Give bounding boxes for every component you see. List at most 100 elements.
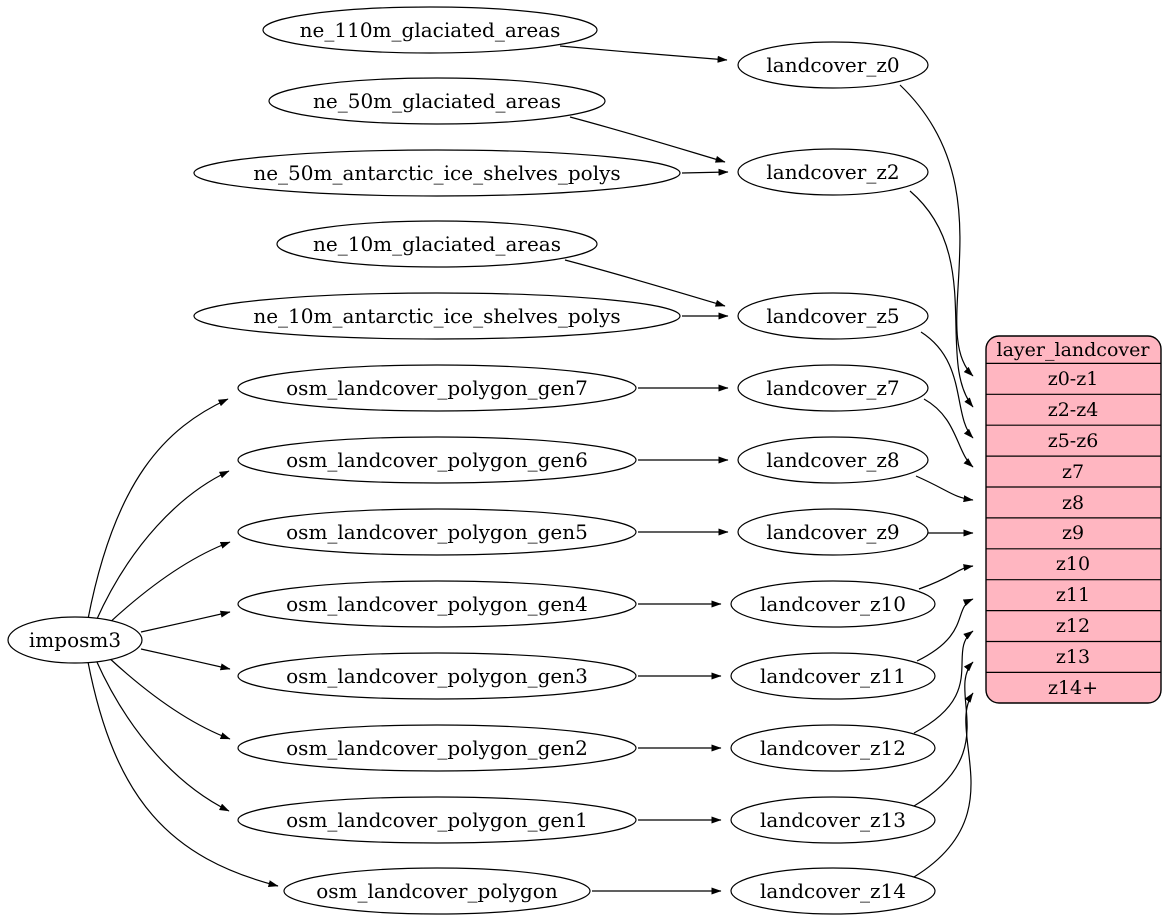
record-layer-landcover: layer_landcover z0-z1 z2-z4 z5-z6 z7 z8 … [985, 335, 1162, 704]
node-ellipse [737, 292, 929, 340]
node-ellipse [237, 796, 637, 844]
node-ellipse [730, 724, 936, 772]
node-osm-landcover-polygon-gen1: osm_landcover_polygon_gen1 [237, 796, 637, 844]
node-landcover-z9: landcover_z9 [737, 508, 929, 556]
node-label: landcover_z9 [766, 520, 899, 544]
node-label: ne_110m_glaciated_areas [300, 18, 561, 42]
node-label: osm_landcover_polygon_gen6 [286, 448, 588, 472]
node-osm-landcover-polygon-gen4: osm_landcover_polygon_gen4 [237, 580, 637, 628]
edge-landcover-z11-to-row-z11 [916, 598, 974, 662]
node-ellipse [737, 508, 929, 556]
node-ne-10m-antarctic-ice-shelves-polys: ne_10m_antarctic_ice_shelves_polys [193, 292, 681, 340]
node-label: landcover_z11 [760, 664, 906, 688]
record-row-z12: z12 [1056, 615, 1090, 637]
node-label: landcover_z8 [766, 448, 899, 472]
node-label: osm_landcover_polygon_gen7 [286, 376, 588, 400]
edge-imposm3-to-osm-landcover-polygon [87, 661, 279, 888]
node-label: ne_50m_antarctic_ice_shelves_polys [253, 161, 620, 185]
node-label: landcover_z5 [766, 304, 899, 328]
edge-landcover-z10-to-row-z10 [918, 564, 974, 590]
edge-imposm3-to-gen4 [140, 610, 231, 633]
node-landcover-z8: landcover_z8 [737, 436, 929, 484]
node-ellipse [283, 867, 591, 915]
node-ellipse [737, 364, 929, 412]
edge-ne50m-antarctic-to-landcover-z2 [681, 168, 729, 176]
node-ellipse [730, 652, 936, 700]
edge-imposm3-to-gen3 [140, 648, 231, 671]
node-label: osm_landcover_polygon_gen5 [286, 520, 588, 544]
node-osm-landcover-polygon-gen6: osm_landcover_polygon_gen6 [237, 436, 637, 484]
node-ellipse [730, 796, 936, 844]
record-row-z0-z1: z0-z1 [1048, 368, 1099, 390]
node-label: landcover_z12 [760, 736, 906, 760]
node-ellipse [268, 77, 606, 125]
node-landcover-z12: landcover_z12 [730, 724, 936, 772]
edge-ne10m-to-landcover-z5 [564, 259, 726, 307]
record-row-z5-z6: z5-z6 [1048, 430, 1099, 452]
node-ellipse [7, 616, 143, 664]
node-landcover-z14: landcover_z14 [730, 867, 936, 915]
node-ne-50m-glaciated-areas: ne_50m_glaciated_areas [268, 77, 606, 125]
node-label: osm_landcover_polygon [316, 879, 558, 903]
node-landcover-z11: landcover_z11 [730, 652, 936, 700]
edge-imposm3-to-gen2 [106, 655, 231, 740]
node-label: osm_landcover_polygon_gen4 [286, 592, 588, 616]
record-box [985, 335, 1162, 704]
node-landcover-z0: landcover_z0 [737, 41, 929, 89]
edge-imposm3-to-gen6 [95, 470, 230, 622]
node-label: landcover_z13 [760, 808, 906, 832]
record-row-z2-z4: z2-z4 [1048, 399, 1099, 421]
edge-landcover-z0-to-row-z0-z1 [899, 84, 974, 377]
edge-ne110m-to-landcover-z0 [559, 45, 728, 63]
node-label: landcover_z14 [760, 879, 906, 903]
node-ellipse [737, 148, 929, 196]
edge-landcover-z14-to-row-z14plus [913, 692, 974, 878]
node-ellipse [237, 724, 637, 772]
node-ellipse [276, 220, 598, 268]
node-landcover-z7: landcover_z7 [737, 364, 929, 412]
node-label: ne_50m_glaciated_areas [313, 89, 561, 113]
record-row-z7: z7 [1062, 461, 1084, 483]
edge-landcover-z12-to-row-z12 [913, 630, 974, 734]
record-row-z9: z9 [1062, 522, 1084, 544]
node-ellipse [262, 6, 598, 54]
node-ellipse [193, 149, 681, 197]
record-title: layer_landcover [997, 339, 1151, 361]
record-row-z14plus: z14+ [1048, 677, 1098, 699]
node-osm-landcover-polygon-gen2: osm_landcover_polygon_gen2 [237, 724, 637, 772]
node-label: landcover_z7 [766, 376, 899, 400]
record-row-z8: z8 [1062, 492, 1084, 514]
record-row-z13: z13 [1056, 646, 1090, 668]
edge-imposm3-to-gen1 [95, 659, 230, 812]
node-ellipse [237, 652, 637, 700]
node-ellipse [730, 867, 936, 915]
node-landcover-z10: landcover_z10 [730, 580, 936, 628]
edge-ne50m-to-landcover-z2 [569, 116, 726, 163]
edge-imposm3-to-gen5 [106, 541, 231, 626]
node-ellipse [237, 580, 637, 628]
node-ellipse [737, 41, 929, 89]
node-landcover-z5: landcover_z5 [737, 292, 929, 340]
node-label: osm_landcover_polygon_gen2 [286, 736, 588, 760]
edge-landcover-z5-to-row-z5-z6 [920, 331, 974, 439]
node-ne-10m-glaciated-areas: ne_10m_glaciated_areas [276, 220, 598, 268]
node-landcover-z13: landcover_z13 [730, 796, 936, 844]
node-ne-110m-glaciated-areas: ne_110m_glaciated_areas [262, 6, 598, 54]
node-label: ne_10m_glaciated_areas [313, 232, 561, 256]
edge-landcover-z13-to-row-z13 [913, 661, 974, 807]
node-label: imposm3 [29, 628, 121, 652]
edge-landcover-z2-to-row-z2-z4 [909, 190, 974, 408]
node-ellipse [730, 580, 936, 628]
node-ellipse [237, 436, 637, 484]
node-osm-landcover-polygon-gen7: osm_landcover_polygon_gen7 [237, 364, 637, 412]
edge-landcover-z8-to-row-z8 [915, 475, 974, 503]
node-ne-50m-antarctic-ice-shelves-polys: ne_50m_antarctic_ice_shelves_polys [193, 149, 681, 197]
edge-landcover-z7-to-row-z7 [923, 398, 974, 468]
edge-imposm3-to-gen7 [87, 398, 229, 620]
node-label: ne_10m_antarctic_ice_shelves_polys [253, 304, 620, 328]
node-label: landcover_z2 [766, 160, 899, 184]
node-label: osm_landcover_polygon_gen3 [286, 664, 588, 688]
node-label: landcover_z10 [760, 592, 906, 616]
node-osm-landcover-polygon-gen3: osm_landcover_polygon_gen3 [237, 652, 637, 700]
node-ellipse [237, 364, 637, 412]
